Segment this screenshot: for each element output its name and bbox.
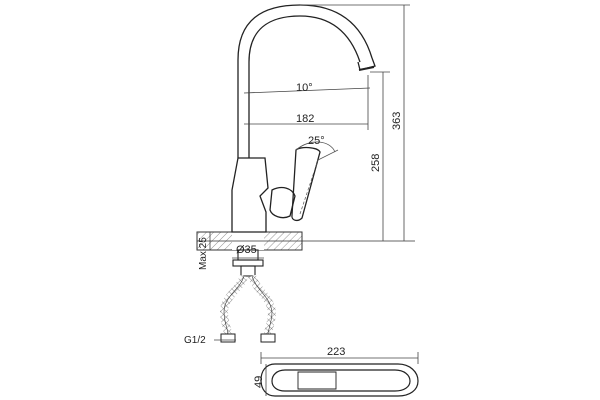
max-thickness-label: Max 25: [198, 237, 209, 270]
total-height-label: 363: [391, 112, 403, 130]
countertop-section: [196, 231, 415, 251]
dimension-lines: [209, 4, 419, 396]
spout-angle-label: 10°: [296, 82, 313, 94]
handle-angle-label: 25°: [308, 135, 325, 147]
spout-reach-label: 182: [296, 113, 314, 125]
thread-label: G1/2: [184, 335, 206, 346]
faucet-body: [231, 4, 376, 233]
hole-diameter-label: Ø35: [236, 244, 257, 256]
top-width-label: 49: [253, 376, 265, 388]
spout-height-label: 258: [370, 154, 382, 172]
supply-hoses: [219, 274, 277, 343]
top-length-label: 223: [327, 346, 345, 358]
top-view: [260, 363, 419, 397]
mounting-fittings: [232, 249, 264, 277]
